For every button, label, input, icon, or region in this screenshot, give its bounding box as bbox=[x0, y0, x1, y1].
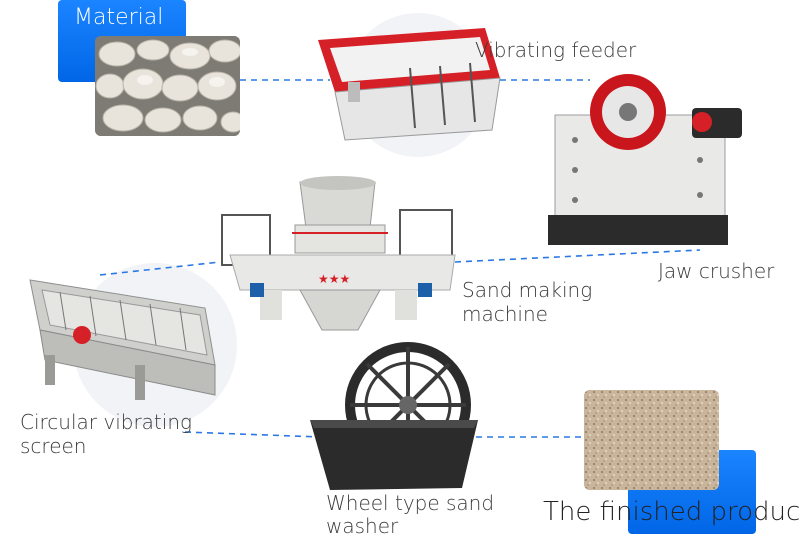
sand-washer-label-line1: Wheel type sand bbox=[326, 491, 495, 515]
svg-text:★★★: ★★★ bbox=[318, 272, 350, 286]
circular-screen-label-line2: screen bbox=[20, 434, 87, 458]
jaw-crusher-label: Jaw crusher bbox=[658, 259, 775, 283]
material-photo bbox=[95, 36, 240, 136]
connector-screen-washer bbox=[184, 431, 321, 438]
material-label: Material bbox=[74, 5, 164, 30]
connector-lines bbox=[99, 79, 701, 438]
finished-product-label: The finished product bbox=[543, 497, 800, 527]
sand-washer-label-line2: washer bbox=[326, 514, 399, 538]
connector-sand-screen bbox=[99, 261, 221, 276]
finished-product-photo bbox=[584, 390, 719, 490]
connector-jaw-sand bbox=[454, 249, 701, 263]
vibrating-feeder-label: Vibrating feeder bbox=[475, 38, 637, 62]
circular-screen-label-line1: Circular vibrating bbox=[20, 410, 193, 434]
sand-making-label-line2: machine bbox=[462, 302, 548, 326]
sand-image bbox=[584, 390, 719, 490]
sand-making-label-line1: Sand making bbox=[462, 278, 593, 302]
stones-image bbox=[95, 36, 240, 136]
